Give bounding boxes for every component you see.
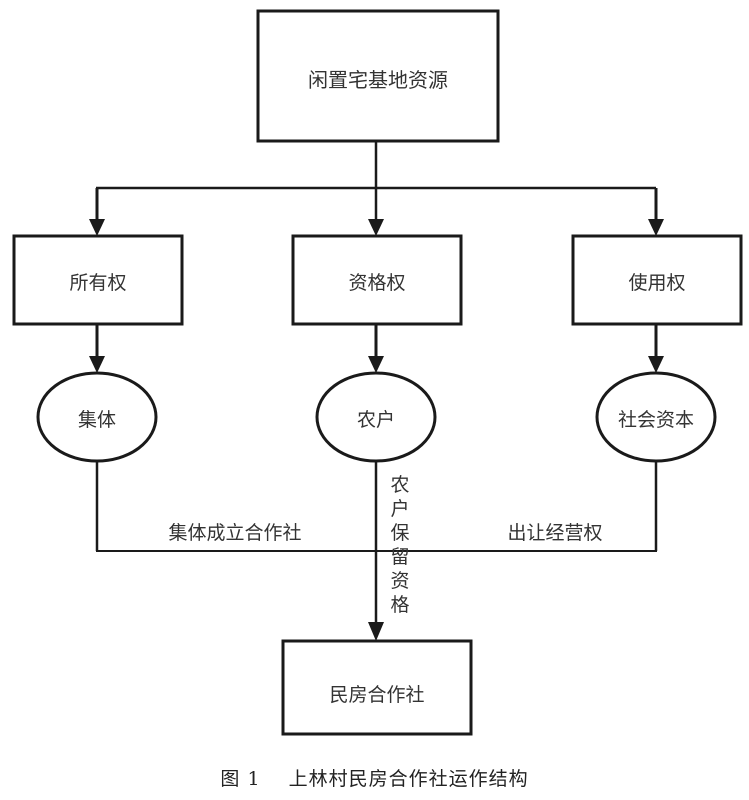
edge-label-farmer-char: 农	[390, 474, 410, 496]
qualification-box	[291, 234, 463, 326]
arrowhead-social-capital	[648, 356, 664, 373]
farmer-label: 农户	[356, 409, 395, 431]
arrowhead-farmer	[368, 356, 384, 373]
edge-label-farmer: 农 户 保 留 资 格	[389, 473, 411, 617]
ownership-label: 所有权	[69, 272, 127, 294]
arrowhead-cooperative	[368, 622, 384, 641]
cooperative-box	[281, 639, 473, 736]
edge-label-farmer-char: 留	[390, 546, 410, 568]
arrowhead-usage	[648, 219, 664, 236]
edge-label-social-capital: 出让经营权	[507, 522, 603, 544]
social-capital-label: 社会资本	[617, 409, 694, 431]
edge-label-farmer-char: 户	[390, 498, 410, 520]
root-box	[256, 9, 500, 143]
arrowhead-collective	[89, 356, 105, 373]
arrowhead-ownership	[89, 219, 105, 236]
figure-caption: 图 1 上林村民房合作社运作结构	[0, 764, 749, 791]
figure-number: 图 1	[220, 768, 261, 790]
usage-box	[571, 234, 743, 326]
collective-label: 集体	[77, 409, 116, 431]
edge-label-collective: 集体成立合作社	[168, 522, 302, 544]
usage-label: 使用权	[628, 272, 686, 294]
qualification-label: 资格权	[348, 272, 406, 294]
cooperative-label: 民房合作社	[329, 684, 425, 706]
arrowhead-qualification	[368, 219, 384, 236]
root-label: 闲置宅基地资源	[308, 68, 448, 92]
edge-label-farmer-char: 保	[390, 522, 410, 544]
figure-title: 上林村民房合作社运作结构	[288, 768, 529, 790]
edge-label-farmer-char: 格	[390, 594, 410, 616]
edge-label-farmer-char: 资	[390, 570, 410, 592]
